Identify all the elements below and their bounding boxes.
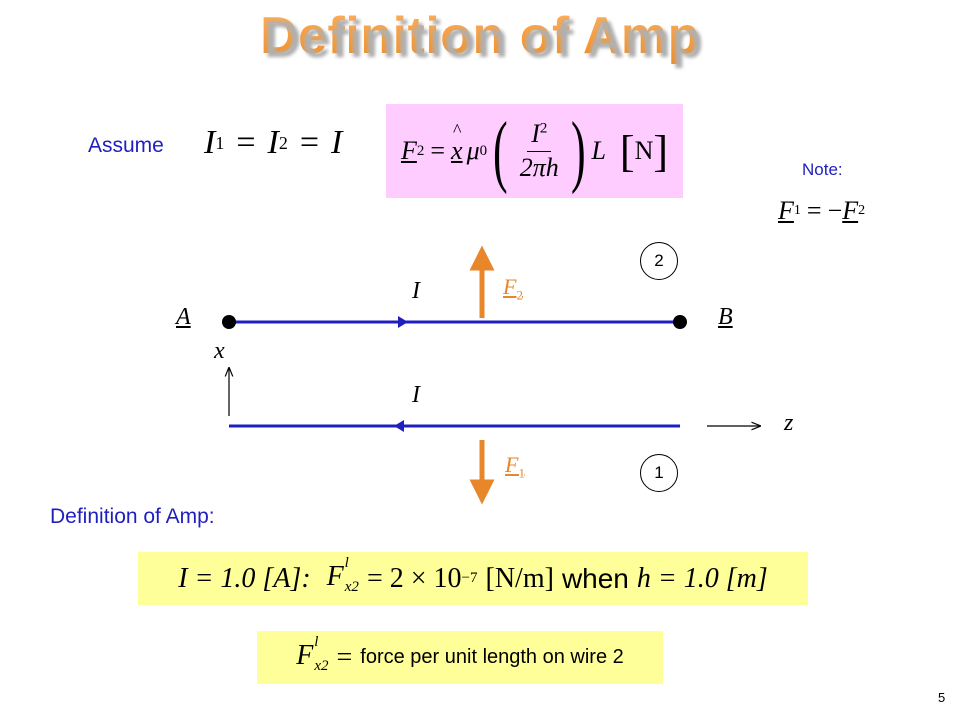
wire-2-label: 2	[640, 242, 678, 280]
wire-1-label: 1	[640, 454, 678, 492]
assume-label: Assume	[88, 134, 164, 157]
current-arrow-bottom	[394, 420, 404, 432]
definition-label: Definition of Amp:	[50, 505, 215, 528]
page-title: Definition of Amp	[260, 7, 700, 65]
force-equation-box: F2 = x μ0 ( I2 2πh ) L [N]	[386, 104, 683, 198]
point-b-label: B	[718, 304, 733, 330]
point-b-dot	[673, 315, 687, 329]
x-axis-label: x	[214, 338, 225, 364]
current-arrow-top	[398, 316, 408, 328]
current-label-bottom: I	[412, 382, 420, 408]
point-a-dot	[222, 315, 236, 329]
note-label: Note:	[802, 160, 843, 179]
force-f1-label: F1	[505, 452, 525, 481]
force-f2-label: F2	[503, 274, 523, 303]
page-number: 5	[938, 690, 946, 705]
z-axis-label: z	[784, 410, 794, 436]
current-label-top: I	[412, 278, 420, 304]
point-a-label: A	[176, 304, 191, 330]
